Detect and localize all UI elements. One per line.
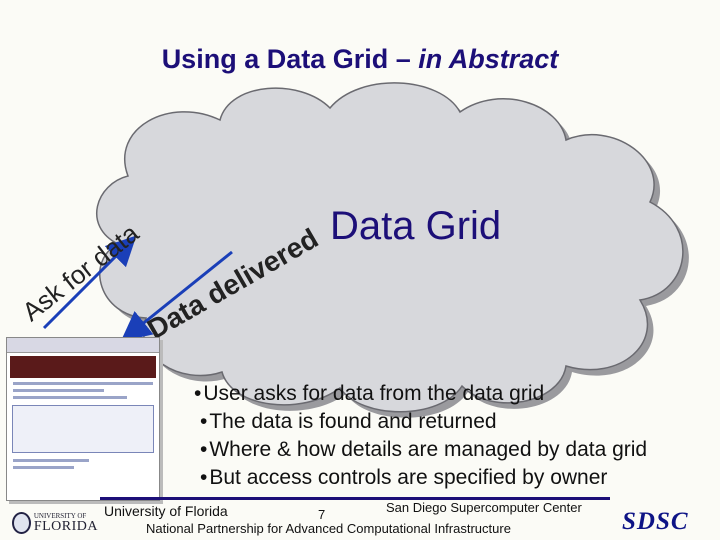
- bullet-text: User asks for data from the data grid: [203, 382, 545, 405]
- bullet-item: •But access controls are specified by ow…: [200, 464, 647, 492]
- thumbnail-line: [13, 459, 89, 462]
- bullet-item: •User asks for data from the data grid: [194, 380, 647, 408]
- bullet-text: Where & how details are managed by data …: [209, 438, 648, 461]
- arrow-down-icon: [120, 250, 233, 342]
- uf-seal-icon: [12, 512, 31, 534]
- bullet-dot: •: [194, 382, 202, 405]
- thumbnail-line: [13, 389, 105, 392]
- bullet-item: •Where & how details are managed by data…: [200, 436, 647, 464]
- uf-logo: UNIVERSITY OF FLORIDA: [12, 510, 98, 536]
- bullet-dot: •: [200, 410, 208, 433]
- uf-logo-line1: UNIVERSITY OF: [33, 511, 87, 520]
- arrow-up-icon: [42, 235, 137, 330]
- bullet-item: •The data is found and returned: [200, 408, 647, 436]
- slide-title: Using a Data Grid – in Abstract: [0, 44, 720, 75]
- thumbnail-line: [13, 396, 127, 399]
- bullet-text: The data is found and returned: [209, 410, 497, 433]
- browser-screenshot-thumbnail: [6, 337, 160, 501]
- sdsc-logo: SDSC: [622, 508, 689, 535]
- bullet-list: •User asks for data from the data grid •…: [194, 380, 647, 492]
- thumbnail-header: [10, 356, 156, 378]
- title-main: Using a Data Grid –: [161, 44, 419, 74]
- uf-logo-line2: FLORIDA: [33, 518, 98, 534]
- thumbnail-line: [13, 466, 74, 469]
- bullet-dot: •: [200, 466, 208, 489]
- page-number: 7: [318, 507, 326, 522]
- footer-center-name: San Diego Supercomputer Center: [386, 500, 582, 515]
- thumbnail-toolbar: [7, 338, 159, 353]
- footer-partnership: National Partnership for Advanced Comput…: [146, 521, 511, 536]
- bullet-text: But access controls are specified by own…: [209, 466, 608, 489]
- footer-rule: [100, 497, 610, 500]
- title-italic: in Abstract: [418, 44, 559, 74]
- thumbnail-line: [13, 382, 153, 385]
- uf-logo-text: UNIVERSITY OF FLORIDA: [33, 511, 98, 534]
- bullet-dot: •: [200, 438, 208, 461]
- thumbnail-panel: [12, 405, 154, 453]
- footer-university: University of Florida: [104, 503, 228, 519]
- cloud-label: Data Grid: [330, 204, 502, 248]
